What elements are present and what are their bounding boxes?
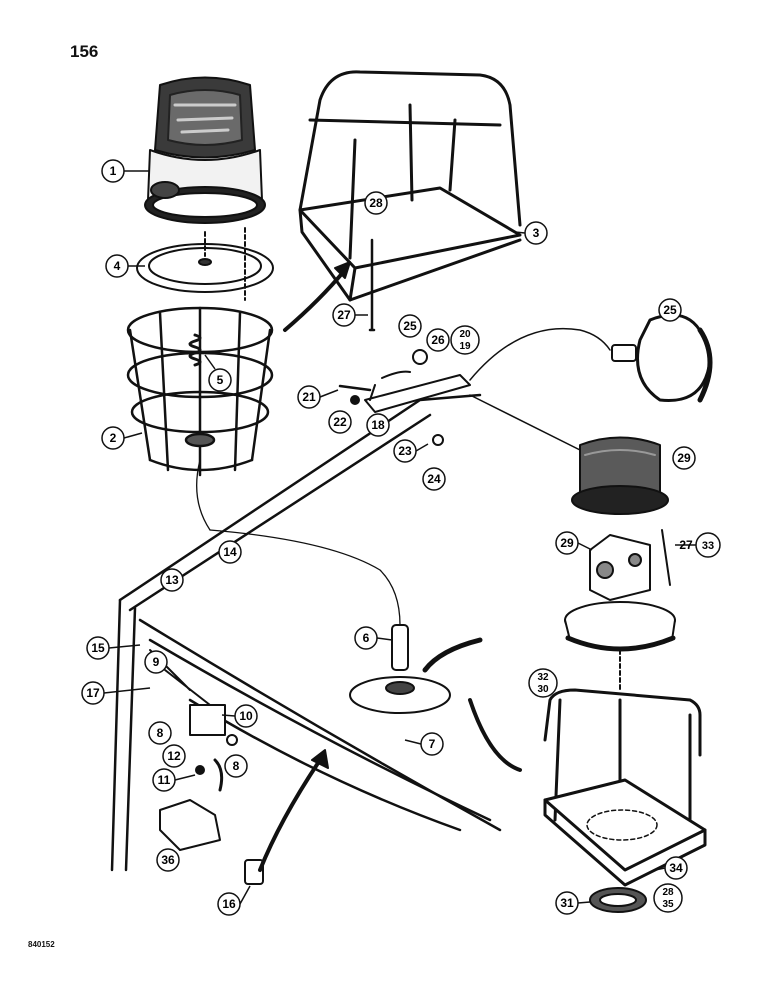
callout-14: 14: [218, 540, 242, 564]
svg-text:5: 5: [217, 373, 224, 387]
callout-11: 11: [152, 768, 196, 792]
svg-text:4: 4: [114, 259, 121, 273]
svg-text:26: 26: [431, 333, 445, 347]
svg-text:3: 3: [533, 226, 540, 240]
rotating-beacon: [564, 436, 676, 652]
svg-text:13: 13: [165, 573, 179, 587]
callout-25a: 25: [398, 314, 422, 338]
svg-text:6: 6: [363, 631, 370, 645]
svg-text:22: 22: [333, 415, 347, 429]
callout-15: 15: [86, 636, 141, 660]
callout-3: 3: [514, 221, 548, 245]
svg-text:27: 27: [679, 538, 693, 552]
svg-text:10: 10: [239, 709, 253, 723]
svg-text:7: 7: [429, 737, 436, 751]
protective-cage-bottom: [543, 688, 707, 887]
callout-16: 16: [217, 885, 251, 916]
svg-text:24: 24: [427, 472, 441, 486]
svg-text:20: 20: [459, 329, 471, 340]
callout-10: 10: [221, 704, 258, 728]
callout-18: 18: [366, 413, 390, 437]
callout-29a: 29: [672, 446, 696, 470]
drawing-code: 840152: [28, 940, 55, 949]
callout-2: 2: [101, 426, 143, 450]
svg-text:1: 1: [110, 164, 117, 178]
svg-text:28: 28: [369, 196, 383, 210]
svg-text:8: 8: [157, 726, 164, 740]
callout-28a: 28: [364, 191, 388, 215]
callout-9: 9: [144, 650, 168, 674]
callout-25b: 25: [658, 298, 682, 322]
svg-text:25: 25: [663, 303, 677, 317]
svg-text:11: 11: [158, 773, 171, 787]
svg-text:33: 33: [702, 540, 714, 552]
wire-guard: [126, 306, 274, 477]
svg-text:12: 12: [167, 749, 181, 763]
callout-7: 7: [404, 732, 444, 756]
callout-26: 26: [426, 328, 450, 352]
svg-text:30: 30: [537, 684, 549, 695]
svg-text:27: 27: [337, 308, 351, 322]
svg-text:32: 32: [537, 672, 549, 683]
svg-text:2: 2: [110, 431, 117, 445]
callout-8b: 8: [224, 754, 248, 778]
svg-text:18: 18: [371, 418, 385, 432]
protective-cage-top: [298, 70, 522, 302]
svg-text:25: 25: [403, 319, 417, 333]
svg-text:15: 15: [91, 641, 105, 655]
work-light: [611, 313, 713, 403]
callout-8a: 8: [148, 721, 172, 745]
svg-text:8: 8: [233, 759, 240, 773]
callout-27-33: 33 27: [675, 532, 721, 558]
callout-36: 36: [156, 848, 180, 872]
svg-text:31: 31: [560, 896, 574, 910]
callout-24: 24: [422, 467, 446, 491]
page-number: 156: [70, 42, 99, 61]
callout-13: 13: [160, 568, 184, 592]
svg-text:29: 29: [560, 536, 574, 550]
svg-text:9: 9: [153, 655, 160, 669]
svg-text:16: 16: [222, 897, 236, 911]
callout-34: 34: [654, 856, 688, 880]
callout-12: 12: [162, 744, 186, 768]
callout-5: 5: [204, 354, 232, 392]
callout-1: 1: [101, 159, 150, 183]
callout-4: 4: [105, 254, 145, 278]
callout-17: 17: [81, 681, 151, 705]
svg-text:36: 36: [161, 853, 175, 867]
callout-31: 31: [555, 891, 591, 915]
mounting-bracket: [338, 333, 471, 446]
svg-text:23: 23: [398, 444, 412, 458]
svg-text:29: 29: [677, 451, 691, 465]
callout-22: 22: [328, 410, 352, 434]
callout-27a: 27: [332, 303, 368, 327]
callout-23: 23: [393, 439, 429, 463]
callout-29b: 29: [555, 531, 593, 555]
callout-21: 21: [297, 385, 339, 409]
svg-text:21: 21: [302, 390, 316, 404]
svg-text:28: 28: [662, 887, 674, 898]
beacon-light-assembly: [144, 76, 266, 224]
svg-text:35: 35: [662, 899, 674, 910]
base-socket: [349, 624, 451, 714]
svg-text:14: 14: [223, 545, 237, 559]
callout-6: 6: [354, 626, 393, 650]
svg-text:17: 17: [86, 686, 100, 700]
mounting-plate: [136, 243, 274, 293]
svg-text:34: 34: [669, 861, 683, 875]
svg-text:19: 19: [459, 341, 471, 352]
